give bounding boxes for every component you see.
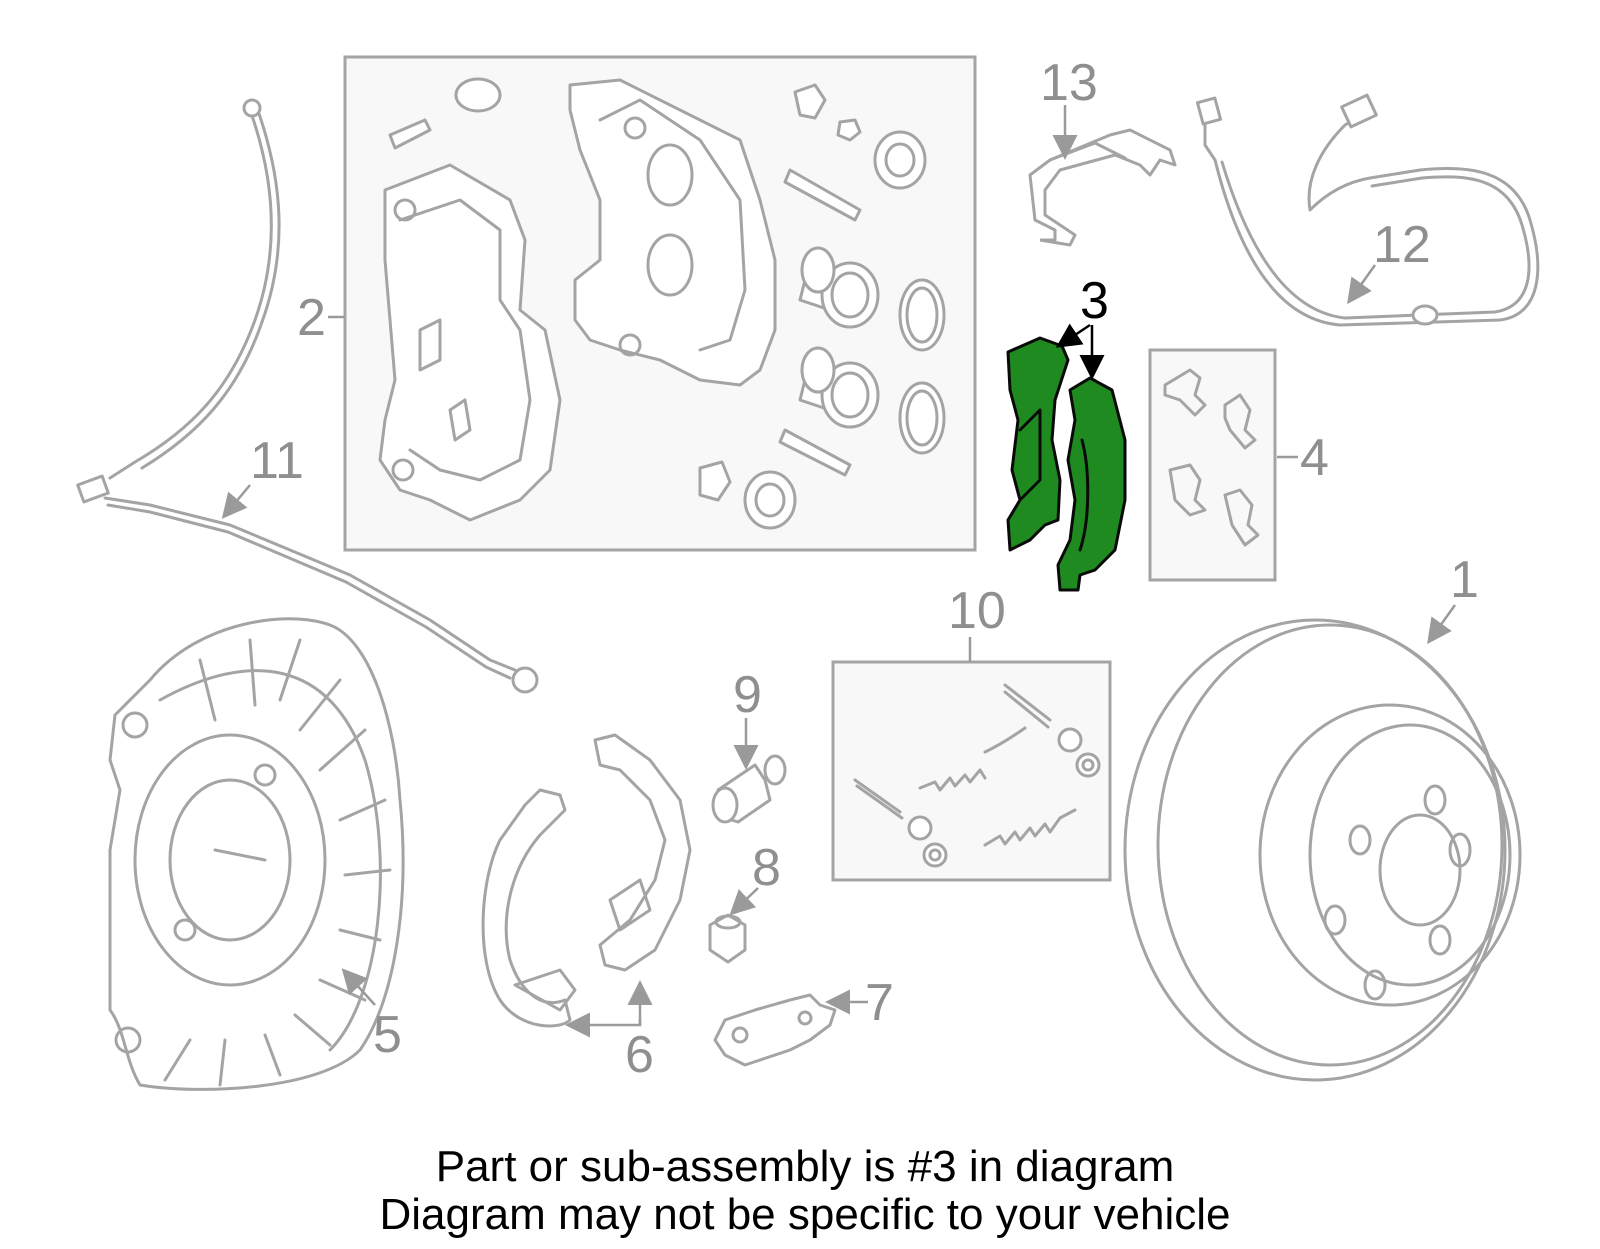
callout-7: 7 (865, 974, 894, 1032)
footer-line-2: Diagram may not be specific to your vehi… (379, 1190, 1231, 1239)
callout-4: 4 (1300, 429, 1329, 487)
brake-pads[interactable]: 3 (1006, 272, 1127, 592)
callout-3: 3 (1080, 272, 1109, 330)
footer-banner: Part or sub-assembly is #3 in diagram Di… (40, 1133, 1570, 1249)
brake-hose[interactable]: 11 (76, 98, 539, 694)
spring-kit[interactable]: 10 (831, 582, 1112, 882)
callout-2: 2 (297, 289, 326, 347)
callout-9: 9 (733, 666, 762, 724)
caliper-assembly[interactable]: 2 (297, 55, 977, 552)
brake-rotor[interactable]: 1 (1123, 551, 1522, 1082)
callout-8: 8 (752, 839, 781, 897)
footer-line-1: Part or sub-assembly is #3 in diagram (435, 1142, 1175, 1191)
callout-6: 6 (625, 1026, 654, 1084)
callout-5: 5 (373, 1006, 402, 1064)
adjuster[interactable]: 9 (711, 666, 787, 824)
callout-1: 1 (1450, 551, 1479, 609)
parking-brake-shoes[interactable]: 6 (481, 733, 692, 1084)
callout-13: 13 (1040, 54, 1098, 112)
wear-sensor[interactable]: 12 (1195, 93, 1540, 327)
dust-shield[interactable]: 5 (108, 617, 405, 1091)
hardware-kit[interactable]: 4 (1148, 348, 1329, 582)
callout-12: 12 (1373, 216, 1431, 274)
nut[interactable]: 8 (708, 839, 781, 964)
callout-10: 10 (948, 582, 1006, 640)
callout-11: 11 (250, 432, 304, 490)
pad-clip[interactable]: 13 (1028, 54, 1177, 247)
bracket[interactable]: 7 (713, 974, 894, 1067)
